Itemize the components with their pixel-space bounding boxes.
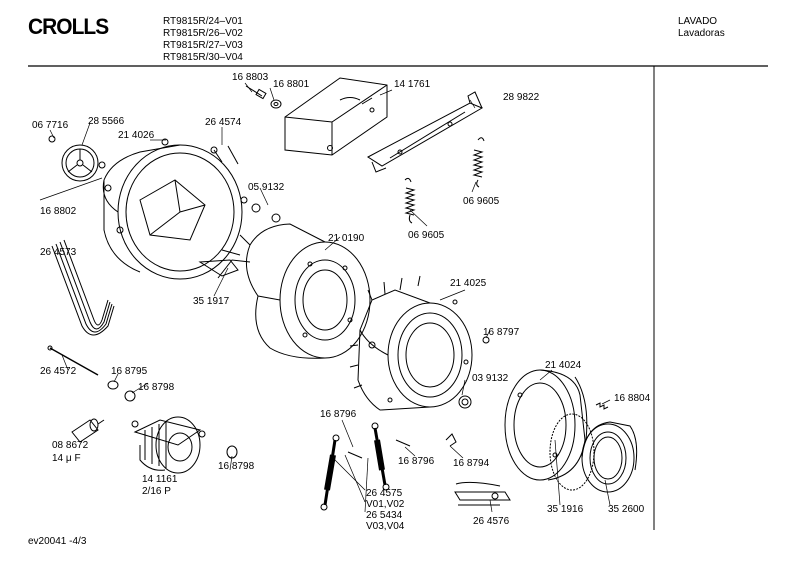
bearing-part [458, 395, 472, 409]
part-label: 21 4024 [545, 360, 582, 371]
part-label: 08 8672 [52, 440, 89, 451]
part-label: 16 8804 [614, 393, 651, 404]
tension-rod-part [47, 345, 99, 376]
spring-left [404, 177, 416, 224]
part-label: 03 9132 [472, 373, 509, 384]
diagram-code: ev20041 -4/3 [28, 536, 87, 547]
rear-tub-part [102, 138, 243, 280]
model-line-4: RT9815R/30–V04 [163, 52, 243, 63]
clamp-spring [595, 402, 609, 410]
part-label: 26 4574 [205, 117, 242, 128]
model-line-3: RT9815R/27–V03 [163, 40, 243, 51]
part-label: 35 2600 [608, 504, 645, 515]
part-label: V03,V04 [366, 521, 405, 532]
part-label: 28 9822 [503, 92, 540, 103]
part-label: 16 8802 [40, 206, 77, 217]
part-label: 35 1916 [547, 504, 584, 515]
part-label: 35 1917 [193, 296, 230, 307]
capacitor-part [71, 418, 105, 443]
part-label: 16 8794 [453, 458, 490, 469]
part-label: 28 5566 [88, 116, 125, 127]
part-label: 06 9605 [463, 196, 500, 207]
part-label: 21 0190 [328, 233, 365, 244]
leader-lines [39, 82, 611, 513]
part-label: 16 8803 [232, 72, 269, 83]
part-label: 16 8796 [398, 456, 435, 467]
tub-bolt [240, 196, 281, 223]
part-label: 14 1161 [142, 474, 178, 485]
part-label: 2/16 P [142, 486, 171, 497]
nut-part [107, 380, 119, 390]
part-label: 26 5434 [366, 510, 403, 521]
bushing-part [124, 390, 136, 402]
part-label: 16 8795 [111, 366, 148, 377]
clip-part [445, 433, 457, 447]
part-label: 16 8801 [273, 79, 310, 90]
part-label: 05 9132 [248, 182, 285, 193]
pulley-part [61, 144, 99, 182]
part-label: 14 1761 [394, 79, 431, 90]
part-label: V01,V02 [366, 499, 405, 510]
part-label: 16 8798 [218, 461, 255, 472]
clamp-ring-part [549, 413, 595, 491]
part-label: 14 μ F [52, 453, 81, 464]
spring-right [472, 137, 485, 188]
bushing-part-2 [226, 445, 238, 459]
part-label: 21 4025 [450, 278, 487, 289]
heater-part [454, 481, 511, 506]
part-label: 21 4026 [118, 130, 155, 141]
part-label: 16 8797 [483, 327, 520, 338]
drum-part [217, 223, 371, 359]
pulley-washer [98, 161, 106, 169]
shock-absorber-a [320, 434, 340, 511]
part-label: 06 7716 [32, 120, 69, 131]
counterweight-part [284, 77, 388, 156]
door-seal-part [581, 421, 638, 493]
part-label: 26 4575 [366, 488, 403, 499]
part-label: 26 4572 [40, 366, 77, 377]
washer-part [270, 99, 282, 109]
part-label: 26 4576 [473, 516, 510, 527]
brand-logo: CROLLS [28, 14, 109, 39]
screw-part [245, 85, 267, 100]
model-line-2: RT9815R/26–V02 [163, 28, 243, 39]
model-line-1: RT9815R/24–V01 [163, 16, 243, 27]
motor-part [131, 416, 206, 474]
front-tub-part [349, 275, 473, 411]
category-title: LAVADO [678, 16, 718, 27]
category-subtitle: Lavadoras [678, 28, 725, 39]
shock-absorber-b [371, 422, 390, 491]
bracket-part [367, 91, 484, 173]
part-label: 26 4573 [40, 247, 77, 258]
pulley-screw [48, 135, 56, 143]
front-ring-part [504, 369, 588, 481]
part-label: 16 8798 [138, 382, 175, 393]
drive-belt [51, 239, 115, 336]
rear-tub-screws [213, 145, 239, 165]
part-label: 06 9605 [408, 230, 445, 241]
part-label: 16 8796 [320, 409, 357, 420]
small-plug [482, 336, 490, 344]
pin-part [347, 439, 411, 459]
